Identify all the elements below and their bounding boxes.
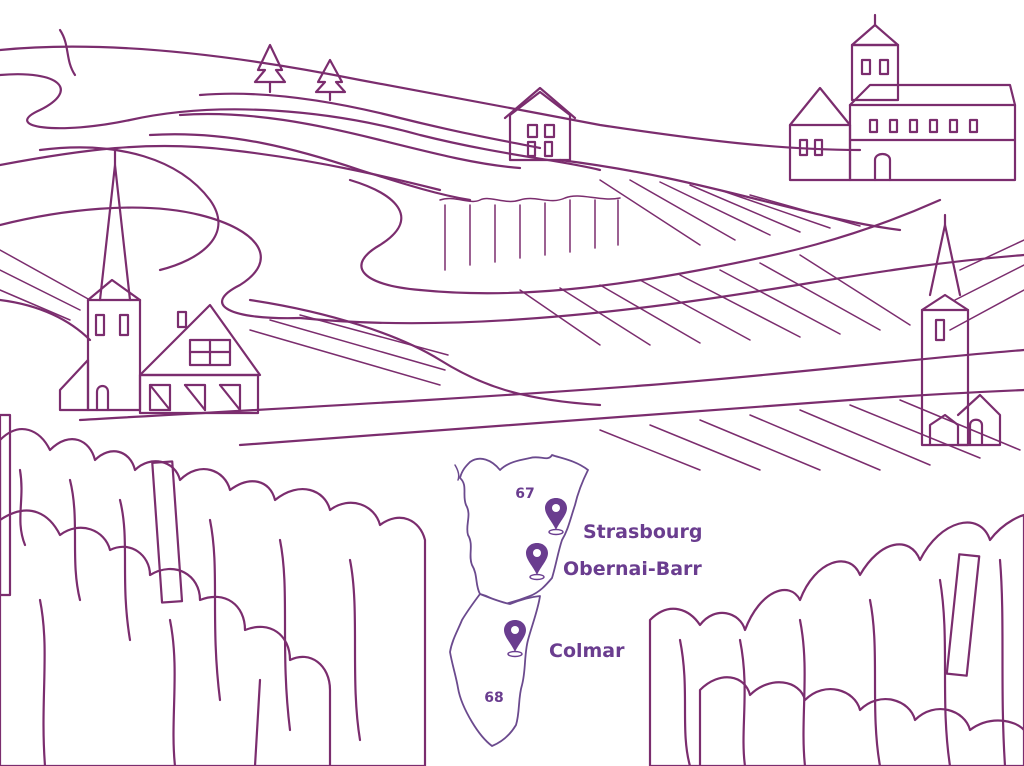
steeple-church-right — [920, 213, 1002, 447]
hills — [0, 28, 1024, 447]
hilltop-house — [503, 86, 577, 162]
department-label-68: 68 — [484, 690, 503, 706]
city-label-strasbourg[interactable]: Strasbourg — [583, 521, 702, 543]
department-label-67: 67 — [515, 486, 534, 502]
department-68-shape — [449, 593, 541, 747]
city-label-colmar[interactable]: Colmar — [549, 640, 625, 662]
distant-vines — [439, 195, 621, 271]
alsace-region-map: 67 68 Strasbourg Obernai-Barr Colmar — [449, 454, 702, 747]
steeple-church-left — [58, 148, 142, 412]
obernai-barr-pin[interactable] — [526, 543, 548, 581]
foreground-vines-right — [648, 513, 1024, 766]
map-pin-icon — [504, 620, 526, 652]
pine-trees — [253, 43, 347, 102]
foreground-vines-left — [0, 413, 427, 766]
map-pin-icon — [526, 543, 548, 575]
department-67-shape — [459, 454, 589, 606]
colmar-pin[interactable] — [504, 620, 526, 658]
map-pin-icon — [545, 498, 567, 530]
strasbourg-pin[interactable] — [545, 498, 567, 536]
city-label-obernai-barr[interactable]: Obernai-Barr — [563, 558, 702, 580]
vineyard-rows — [0, 179, 1024, 471]
abbey-church — [788, 13, 1017, 182]
timber-house — [138, 303, 262, 415]
